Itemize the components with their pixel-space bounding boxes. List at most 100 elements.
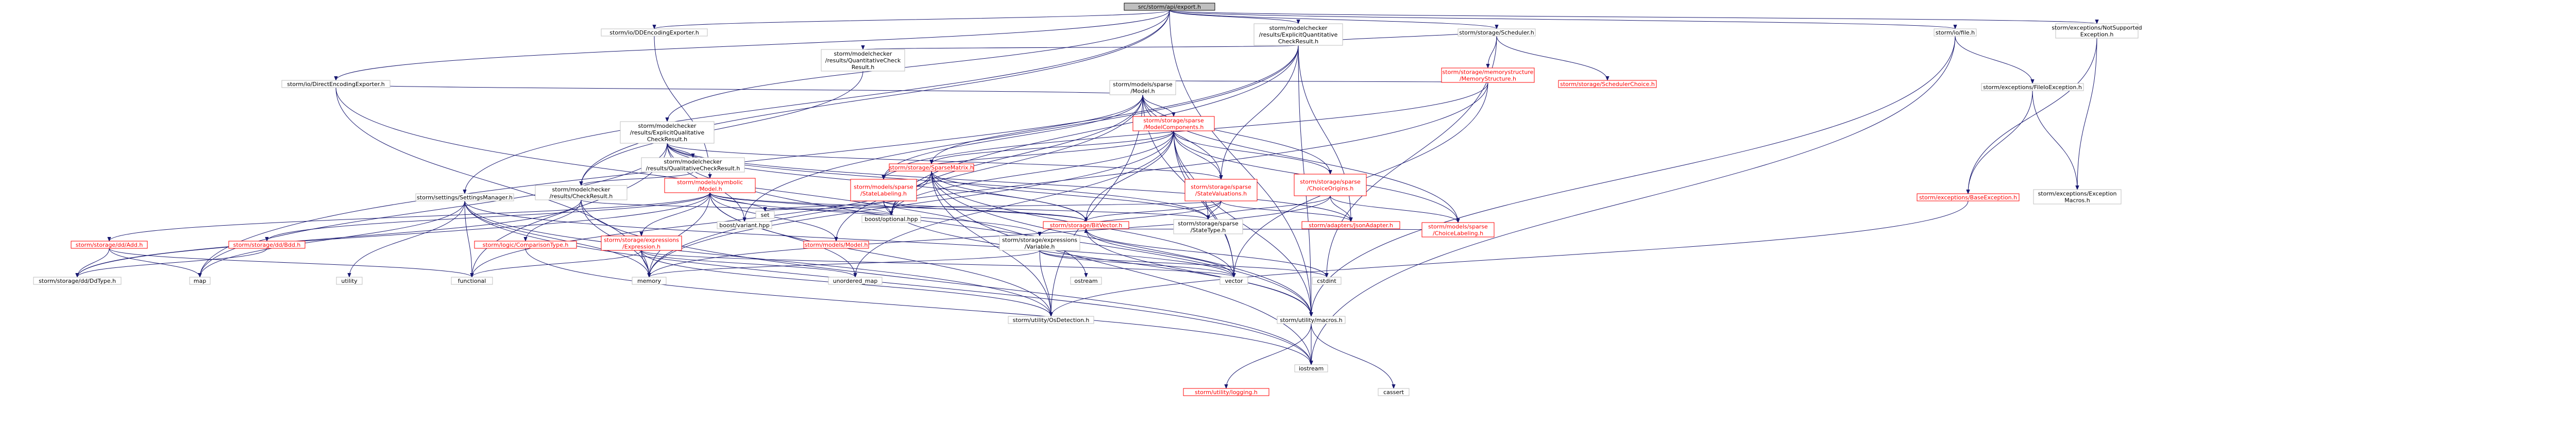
node-box: [803, 241, 869, 249]
node-label: unordered_map: [833, 278, 878, 284]
node-storm-storage-schedulerchoice-h[interactable]: storm/storage/SchedulerChoice.h: [1558, 80, 1657, 88]
node-storm-storage-sparsematrix-h[interactable]: storm/storage/SparseMatrix.h: [889, 163, 974, 172]
edge-expr-to-unordmap: [641, 250, 855, 278]
edge-symmodel-to-memory: [649, 192, 710, 277]
node-box: [474, 241, 577, 249]
node-storm-adapters-jsonadapter-h[interactable]: storm/adapters/JsonAdapter.h: [1301, 221, 1400, 229]
node-storm-storage-dd-bdd-h[interactable]: storm/storage/dd/Bdd.h: [228, 241, 306, 249]
node-storm-models-sparse-choicelabeling-h[interactable]: storm/models/sparse/ChoiceLabeling.h: [1421, 222, 1495, 238]
edge-ddadd-to-ddtype: [77, 248, 110, 278]
node-memory[interactable]: memory: [632, 277, 667, 285]
node-boost-variant-hpp[interactable]: boost/variant.hpp: [717, 221, 772, 229]
node-storm-models-sparse-statelabeling-h[interactable]: storm/models/sparse/StateLabeling.h: [850, 179, 917, 201]
node-label: storm/modelchecker/results/CheckResult.h: [550, 186, 613, 200]
node-storm-utility-osdetection-h[interactable]: storm/utility/OsDetection.h: [1008, 316, 1094, 324]
edge-direnc-to-sparsemodel: [335, 83, 1143, 95]
node-label: storm/models/sparse/StateLabeling.h: [854, 184, 913, 197]
node-boost-optional-hpp[interactable]: boost/optional.hpp: [861, 215, 921, 223]
node-utility[interactable]: utility: [336, 277, 363, 285]
node-storm-exceptions-fileioexception-h[interactable]: storm/exceptions/FileIoException.h: [1981, 83, 2084, 91]
node-storm-io-directencodingexporter-h[interactable]: storm/io/DirectEncodingExporter.h: [281, 80, 391, 88]
node-storm-exceptions-baseexception-h[interactable]: storm/exceptions/BaseException.h: [1917, 193, 2020, 201]
edge-memstruct-to-sparsemodel: [1143, 80, 1488, 82]
node-label: storm/adapters/JsonAdapter.h: [1309, 222, 1393, 229]
node-storm-models-model-h[interactable]: storm/models/Model.h: [803, 241, 869, 249]
node-box: [1277, 316, 1346, 324]
node-ostream[interactable]: ostream: [1070, 277, 1102, 285]
node-storm-modelchecker-results-checkresult-h[interactable]: storm/modelchecker/results/CheckResult.h: [535, 185, 628, 200]
node-storm-storage-sparse-statevaluations-h[interactable]: storm/storage/sparse/StateValuations.h: [1184, 179, 1258, 201]
node-storm-storage-expressions-variable-h[interactable]: storm/storage/expressions/Variable.h: [999, 235, 1080, 251]
node-storm-io-ddencodingexporter-h[interactable]: storm/io/DDEncodingExporter.h: [601, 28, 708, 37]
node-storm-storage-sparse-statetype-h[interactable]: storm/storage/sparse/StateType.h: [1173, 219, 1243, 234]
edge-sparsemodel-to-choiceorig: [1142, 94, 1330, 174]
node-storm-modelchecker-results-qualitativecheckresult-h[interactable]: storm/modelchecker/results/QualitativeCh…: [641, 157, 745, 173]
edge-modcomp-to-bitvector: [1086, 130, 1174, 222]
node-box: [664, 178, 756, 193]
node-cstdint[interactable]: cstdint: [1312, 277, 1342, 285]
node-cassert[interactable]: cassert: [1378, 388, 1410, 396]
node-storm-utility-macros-h[interactable]: storm/utility/macros.h: [1277, 316, 1346, 324]
edge-root-to-sched: [1169, 10, 1497, 29]
edge-modcomp-to-stateval: [1173, 130, 1221, 179]
node-storm-models-sparse-model-h[interactable]: storm/models/sparse/Model.h: [1109, 80, 1176, 95]
node-box: [850, 179, 917, 201]
node-storm-storage-memorystructure-memorystructure-h[interactable]: storm/storage/memorystructure/MemoryStru…: [1441, 67, 1535, 83]
node-box: [1934, 28, 1977, 37]
edge-macros-to-logging: [1226, 323, 1312, 388]
node-storm-models-symbolic-model-h[interactable]: storm/models/symbolic/Model.h: [664, 178, 756, 193]
node-storm-modelchecker-results-explicitquantitative-checkresult-h[interactable]: storm/modelchecker/results/ExplicitQuant…: [1253, 23, 1343, 46]
node-label: storm/modelchecker/results/QuantitativeC…: [825, 50, 901, 71]
node-storm-modelchecker-results-explicitqualitative-checkresult-h[interactable]: storm/modelchecker/results/ExplicitQuali…: [620, 121, 715, 144]
node-storm-storage-sparse-choiceorigins-h[interactable]: storm/storage/sparse/ChoiceOrigins.h: [1294, 174, 1367, 196]
node-label: map: [194, 278, 206, 284]
edge-exprvar-to-vector: [1039, 250, 1234, 278]
node-box: [451, 277, 493, 285]
node-functional[interactable]: functional: [451, 277, 493, 285]
node-label: storm/logic/ComparisonType.h: [483, 242, 569, 248]
node-vector[interactable]: vector: [1219, 277, 1248, 285]
edge-sparsemodel-to-modelh: [836, 94, 1143, 241]
edge-symmodel-to-optional: [709, 192, 891, 216]
edge-exprvar-to-oswriter: [1039, 250, 1051, 316]
node-storm-storage-dd-add-h[interactable]: storm/storage/dd/Add.h: [71, 241, 148, 249]
edge-root-to-ddexp: [654, 10, 1170, 29]
edge-choiceorig-to-statetype: [1208, 195, 1331, 220]
node-src-storm-api-export-h[interactable]: src/storm/api/export.h: [1124, 3, 1215, 11]
edge-macros-to-cassert: [1311, 323, 1394, 388]
node-box: [71, 241, 148, 249]
node-storm-storage-bitvector-h[interactable]: storm/storage/BitVector.h: [1043, 221, 1129, 229]
node-storm-modelchecker-results-quantitativecheck-result-h[interactable]: storm/modelchecker/results/QuantitativeC…: [821, 49, 905, 72]
node-storm-io-file-h[interactable]: storm/io/file.h: [1934, 28, 1977, 37]
node-storm-storage-expressions-expression-h[interactable]: storm/storage/expressions/Expression.h: [601, 235, 682, 251]
node-label: storm/utility/OsDetection.h: [1013, 317, 1090, 324]
node-storm-logic-comparisontype-h[interactable]: storm/logic/ComparisonType.h: [474, 241, 577, 249]
node-box: [336, 277, 363, 285]
node-box: [281, 80, 391, 88]
node-box: [33, 277, 122, 285]
edge-root-to-exqualcr: [667, 10, 1170, 122]
node-label: storm/storage/BitVector.h: [1050, 222, 1122, 229]
edge-exqualcr-to-map: [200, 143, 668, 277]
node-storm-storage-scheduler-h[interactable]: storm/storage/Scheduler.h: [1458, 28, 1536, 37]
node-storm-storage-sparse-modelcomponents-h[interactable]: storm/storage/sparse/ModelComponents.h: [1132, 116, 1215, 131]
node-storm-storage-dd-ddtype-h[interactable]: storm/storage/dd/DdType.h: [33, 277, 122, 285]
node-label: ostream: [1074, 278, 1097, 284]
node-box: [1173, 219, 1243, 234]
node-map[interactable]: map: [189, 277, 211, 285]
node-storm-settings-settingsmanager-h[interactable]: storm/settings/SettingsManager.h: [415, 193, 514, 201]
node-unordered-map[interactable]: unordered_map: [828, 277, 883, 285]
node-box: [999, 235, 1080, 251]
node-box: [1109, 80, 1176, 95]
edge-settingsmgr-to-memory: [464, 200, 649, 277]
edge-checkres-to-optional: [581, 199, 891, 216]
node-iostream[interactable]: iostream: [1294, 364, 1328, 372]
node-set[interactable]: set: [755, 211, 775, 219]
node-box: [1917, 193, 2020, 201]
node-storm-utility-logging-h[interactable]: storm/utility/logging.h: [1183, 388, 1269, 396]
edge-choiceorig-to-memory: [649, 195, 1331, 277]
edge-modcomp-to-statetype: [1173, 130, 1208, 219]
node-layer: src/storm/api/export.h storm/io/DDEncodin…: [33, 3, 2142, 396]
